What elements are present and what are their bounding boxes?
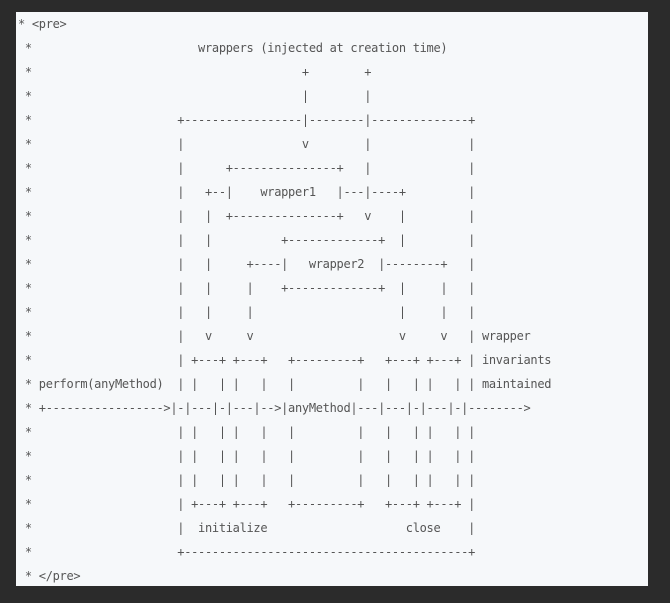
code-line: * | v v v v | wrapper <box>18 329 531 343</box>
code-line: * | | +-------------+ | | <box>18 233 476 247</box>
code-text: * <pre> * wrappers (injected at creation… <box>18 12 648 586</box>
code-line: * | +---+ +---+ +---------+ +---+ +---+ … <box>18 497 476 511</box>
code-line: * | | | | | | | | | | | | <box>18 449 476 463</box>
code-line: * | | +---------------+ v | | <box>18 209 476 223</box>
code-line: * | | +----| wrapper2 |--------+ | <box>18 257 476 271</box>
code-line: * wrappers (injected at creation time) <box>18 41 448 55</box>
code-line: * | +---+ +---+ +---------+ +---+ +---+ … <box>18 353 552 367</box>
code-line: * | | | | | | <box>18 305 476 319</box>
code-line: * | v | | <box>18 137 476 151</box>
code-block: * <pre> * wrappers (injected at creation… <box>16 12 648 586</box>
code-line: * | | | | | | | | | | | | <box>18 473 476 487</box>
code-line: * | +---------------+ | | <box>18 161 476 175</box>
code-line: * | initialize close | <box>18 521 476 535</box>
code-line: * | | <box>18 89 372 103</box>
code-line: * perform(anyMethod) | | | | | | | | | |… <box>18 377 552 391</box>
code-line: * +-------------------------------------… <box>18 545 476 559</box>
code-line: * +-----------------|--------|----------… <box>18 113 476 127</box>
code-line: * | | | +-------------+ | | | <box>18 281 476 295</box>
code-line: * <pre> <box>18 17 67 31</box>
code-line: * | | | | | | | | | | | | <box>18 425 476 439</box>
code-line: * + + <box>18 65 372 79</box>
code-line: * | +--| wrapper1 |---|----+ | <box>18 185 476 199</box>
code-line: * </pre> <box>18 569 81 583</box>
code-line: * +----------------->|-|---|-|---|-->|an… <box>18 401 531 415</box>
